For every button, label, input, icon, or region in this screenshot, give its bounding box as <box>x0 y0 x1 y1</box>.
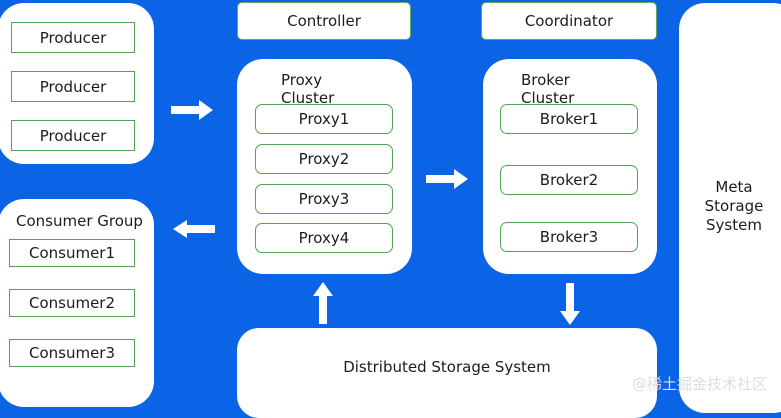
meta-storage-line2: Storage <box>704 197 764 215</box>
producer-box: Producer <box>11 22 135 53</box>
consumer-group-panel: Consumer Group Consumer1 Consumer2 Consu… <box>0 199 154 407</box>
meta-storage-panel: Meta Storage System <box>679 3 781 413</box>
proxy-box: Proxy1 <box>255 104 393 134</box>
arrow-down-icon <box>560 283 580 325</box>
meta-storage-title: Meta Storage System <box>679 178 781 235</box>
broker-box: Broker2 <box>500 165 638 195</box>
consumer-group-title: Consumer Group <box>16 212 143 230</box>
arrow-left-icon <box>173 220 215 238</box>
arrow-right-icon <box>171 100 213 120</box>
coordinator-box: Coordinator <box>481 2 657 40</box>
watermark: @稀土掘金技术社区 <box>631 375 767 393</box>
meta-storage-line3: System <box>706 216 762 234</box>
broker-cluster-panel: Broker Cluster Broker1 Broker2 Broker3 <box>483 59 657 274</box>
distributed-storage-label: Distributed Storage System <box>343 358 551 376</box>
producer-box: Producer <box>11 71 135 102</box>
arrow-up-icon <box>313 282 333 324</box>
arrow-right-icon <box>426 169 468 189</box>
consumer-box: Consumer2 <box>9 289 135 317</box>
proxy-box: Proxy3 <box>255 184 393 214</box>
consumer-box: Consumer1 <box>9 239 135 267</box>
producer-panel: Producer Producer Producer <box>0 3 154 164</box>
proxy-box: Proxy4 <box>255 223 393 253</box>
broker-box: Broker1 <box>500 104 638 134</box>
proxy-cluster-title-line2: Cluster <box>281 89 335 107</box>
proxy-cluster-title: Proxy Cluster <box>281 71 334 107</box>
broker-box: Broker3 <box>500 222 638 252</box>
consumer-box: Consumer3 <box>9 339 135 367</box>
broker-cluster-title-line1: Broker <box>521 71 570 89</box>
broker-cluster-title-line2: Cluster <box>521 89 575 107</box>
meta-storage-line1: Meta <box>715 178 753 196</box>
proxy-cluster-panel: Proxy Cluster Proxy1 Proxy2 Proxy3 Proxy… <box>237 59 412 274</box>
proxy-box: Proxy2 <box>255 144 393 174</box>
proxy-cluster-title-line1: Proxy <box>281 71 323 89</box>
controller-box: Controller <box>237 2 411 40</box>
distributed-storage-panel: Distributed Storage System <box>237 328 657 418</box>
broker-cluster-title: Broker Cluster <box>521 71 574 107</box>
producer-box: Producer <box>11 120 135 151</box>
